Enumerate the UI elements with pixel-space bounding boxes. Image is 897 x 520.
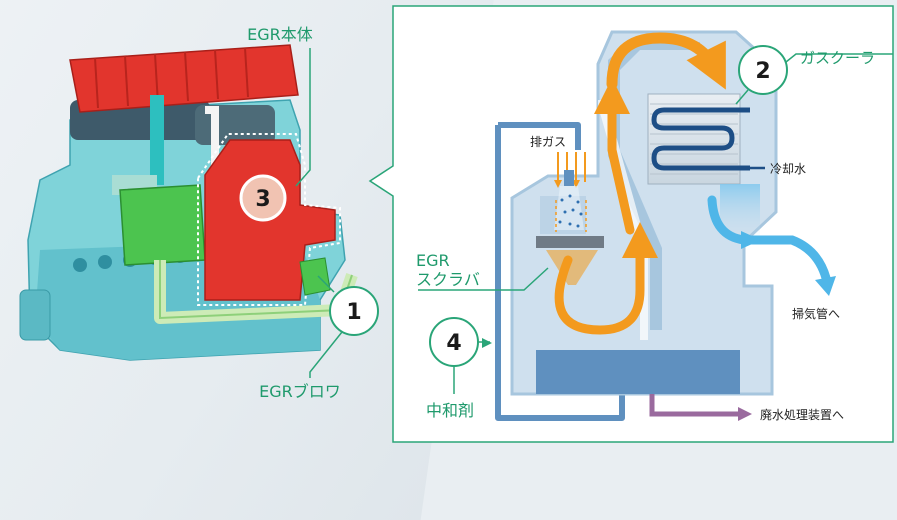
- marker-1-text: 1: [346, 300, 361, 325]
- marker-1[interactable]: 1: [329, 286, 379, 336]
- egr-scrubber-label-line1: EGR: [416, 251, 450, 270]
- egr-system-diagram: EGR本体 3 1 EGRブロワ: [19, 5, 894, 443]
- neutralizer-label: 中和剤: [426, 401, 474, 420]
- marker-1-leader-down: [309, 331, 343, 378]
- cooling-water-label: 冷却水: [770, 162, 806, 176]
- egr-blower-label: EGRブロワ: [259, 382, 341, 401]
- scavenging-pipe-label: 掃気管へ: [792, 306, 840, 321]
- egr-body-label: EGR本体: [247, 25, 313, 44]
- marker-3-text: 3: [255, 187, 270, 212]
- wastewater-label: 廃水処理装置へ: [760, 407, 844, 422]
- marker-1-leader-up: [317, 275, 335, 293]
- marker-4[interactable]: 4: [429, 317, 479, 367]
- marker-2[interactable]: 2: [738, 45, 788, 95]
- marker-2-leader: [735, 89, 749, 105]
- gas-cooler-leader: [785, 53, 893, 63]
- engine-illustration: [19, 44, 358, 361]
- marker-2-text: 2: [755, 59, 770, 84]
- marker-3[interactable]: 3: [239, 174, 287, 222]
- egr-scrubber-label-line2: スクラバ: [416, 270, 480, 289]
- egr-body-leader: [295, 48, 311, 187]
- marker-4-text: 4: [446, 331, 461, 356]
- schematic-panel: [368, 5, 894, 443]
- exhaust-gas-label: 排ガス: [530, 135, 566, 149]
- gas-cooler-label: ガスクーラ: [800, 49, 875, 67]
